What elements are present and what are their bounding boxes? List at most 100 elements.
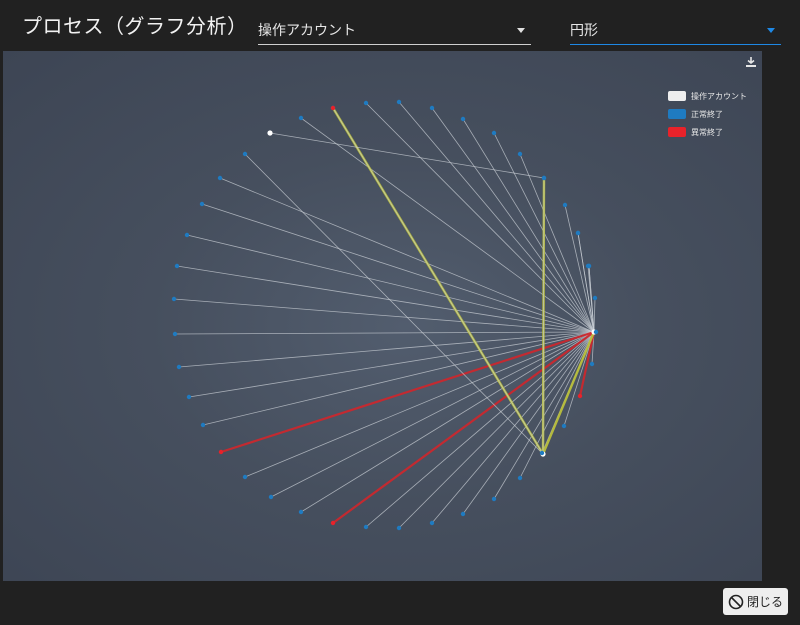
close-button[interactable]: 閉じる <box>723 588 788 615</box>
graph-node-normal[interactable] <box>592 295 598 301</box>
legend-label-error: 異常終了 <box>691 127 723 137</box>
graph-edge-default <box>202 331 595 426</box>
graph-edge-default <box>519 331 595 479</box>
graph-node-account[interactable] <box>267 130 273 136</box>
layout-select-value: 円形 <box>570 23 598 39</box>
graph-node-error[interactable] <box>577 393 583 399</box>
graph-edge-default <box>398 101 595 333</box>
graph-edge-default <box>178 331 595 368</box>
graph-node-normal[interactable] <box>541 175 547 181</box>
graph-edge-default <box>564 204 595 333</box>
graph-node-normal[interactable] <box>562 202 568 208</box>
graph-node-normal[interactable] <box>561 423 567 429</box>
graph-node-normal[interactable] <box>491 496 497 502</box>
nodes-layer <box>171 99 599 531</box>
graph-edge-default <box>593 297 596 333</box>
edges-layer <box>173 101 596 529</box>
close-button-label: 閉じる <box>746 595 783 609</box>
graph-edge-default <box>563 331 595 427</box>
graph-node-normal[interactable] <box>586 263 592 269</box>
graph-edge-default <box>244 331 595 478</box>
graph-node-normal[interactable] <box>172 331 178 337</box>
graph-node-normal[interactable] <box>539 450 545 456</box>
graph-edge-default <box>519 153 595 333</box>
graph-edge-default <box>462 118 595 333</box>
chevron-down-icon <box>517 28 525 33</box>
graph-node-normal[interactable] <box>242 474 248 480</box>
graph-edge-error <box>578 331 596 397</box>
legend-label-account: 操作アカウント <box>691 91 747 101</box>
block-icon <box>728 594 744 609</box>
graph-edge-error <box>220 330 595 454</box>
graph-node-error[interactable] <box>330 105 336 111</box>
graph-edge-default <box>588 265 595 333</box>
graph-node-normal[interactable] <box>491 130 497 136</box>
graph-edge-default <box>332 107 544 455</box>
graph-node-normal[interactable] <box>217 175 223 181</box>
graph-node-normal[interactable] <box>200 422 206 428</box>
legend: 操作アカウント 正常終了 異常終了 <box>668 91 747 137</box>
graph-node-normal[interactable] <box>589 361 595 367</box>
graph-node-normal[interactable] <box>242 151 248 157</box>
graph-node-normal[interactable] <box>184 232 190 238</box>
graph-node-normal[interactable] <box>199 201 205 207</box>
graph-panel: 操作アカウント 正常終了 異常終了 <box>3 51 762 581</box>
graph-node-normal[interactable] <box>171 296 177 302</box>
legend-swatch-normal <box>668 109 686 119</box>
graph-node-normal[interactable] <box>396 99 402 105</box>
legend-swatch-error <box>668 127 686 137</box>
graph-edge-default <box>398 331 595 529</box>
graph-edge-default <box>300 117 595 333</box>
graph-node-error[interactable] <box>330 520 336 526</box>
chevron-down-icon <box>767 28 775 33</box>
graph-node-normal[interactable] <box>363 100 369 106</box>
graph-node-normal[interactable] <box>429 520 435 526</box>
graph-edge-default <box>219 177 595 333</box>
graph-node-error[interactable] <box>218 449 224 455</box>
graph-node-normal[interactable] <box>517 475 523 481</box>
download-icon[interactable] <box>744 55 758 69</box>
graph-node-normal[interactable] <box>429 105 435 111</box>
graph-edge-default <box>431 107 595 333</box>
graph-edge-error <box>332 331 595 524</box>
legend-swatch-account <box>668 91 686 101</box>
graph-edge-default <box>174 331 595 335</box>
graph-edge-default <box>173 298 595 333</box>
graph-node-normal[interactable] <box>298 509 304 515</box>
graph-node-normal[interactable] <box>396 525 402 531</box>
page-title: プロセス（グラフ分析） <box>22 14 248 38</box>
graph-node-normal[interactable] <box>186 394 192 400</box>
account-select[interactable]: 操作アカウント <box>258 18 531 45</box>
graph-node-normal[interactable] <box>460 511 466 517</box>
graph-edge-default <box>431 331 595 524</box>
graph-edge-default <box>365 331 595 528</box>
graph-node-normal[interactable] <box>363 524 369 530</box>
layout-select[interactable]: 円形 <box>570 18 781 45</box>
graph-node-normal[interactable] <box>575 230 581 236</box>
graph-edge-default <box>186 234 595 333</box>
network-graph[interactable]: 操作アカウント 正常終了 異常終了 <box>3 51 762 581</box>
graph-edge-default <box>269 132 545 179</box>
graph-edge-default <box>176 265 595 333</box>
graph-node-normal[interactable] <box>174 263 180 269</box>
account-select-value: 操作アカウント <box>258 23 356 39</box>
graph-edge-default <box>300 331 595 513</box>
graph-edge-default <box>365 102 595 333</box>
graph-node-normal[interactable] <box>268 494 274 500</box>
graph-edge-default <box>270 331 595 498</box>
graph-edge-default <box>462 331 595 515</box>
legend-item: 正常終了 <box>668 109 723 119</box>
graph-node-normal[interactable] <box>593 329 599 335</box>
graph-edge-default <box>244 153 544 455</box>
graph-edge-default <box>201 203 595 333</box>
legend-item: 異常終了 <box>668 127 723 137</box>
graph-node-normal[interactable] <box>298 115 304 121</box>
graph-node-normal[interactable] <box>517 151 523 157</box>
graph-node-normal[interactable] <box>176 364 182 370</box>
legend-item: 操作アカウント <box>668 91 747 101</box>
graph-node-normal[interactable] <box>460 116 466 122</box>
graph-edge-highlight <box>541 331 596 455</box>
legend-label-normal: 正常終了 <box>691 109 723 119</box>
graph-edge-default <box>577 232 595 333</box>
graph-edge-default <box>188 331 595 398</box>
